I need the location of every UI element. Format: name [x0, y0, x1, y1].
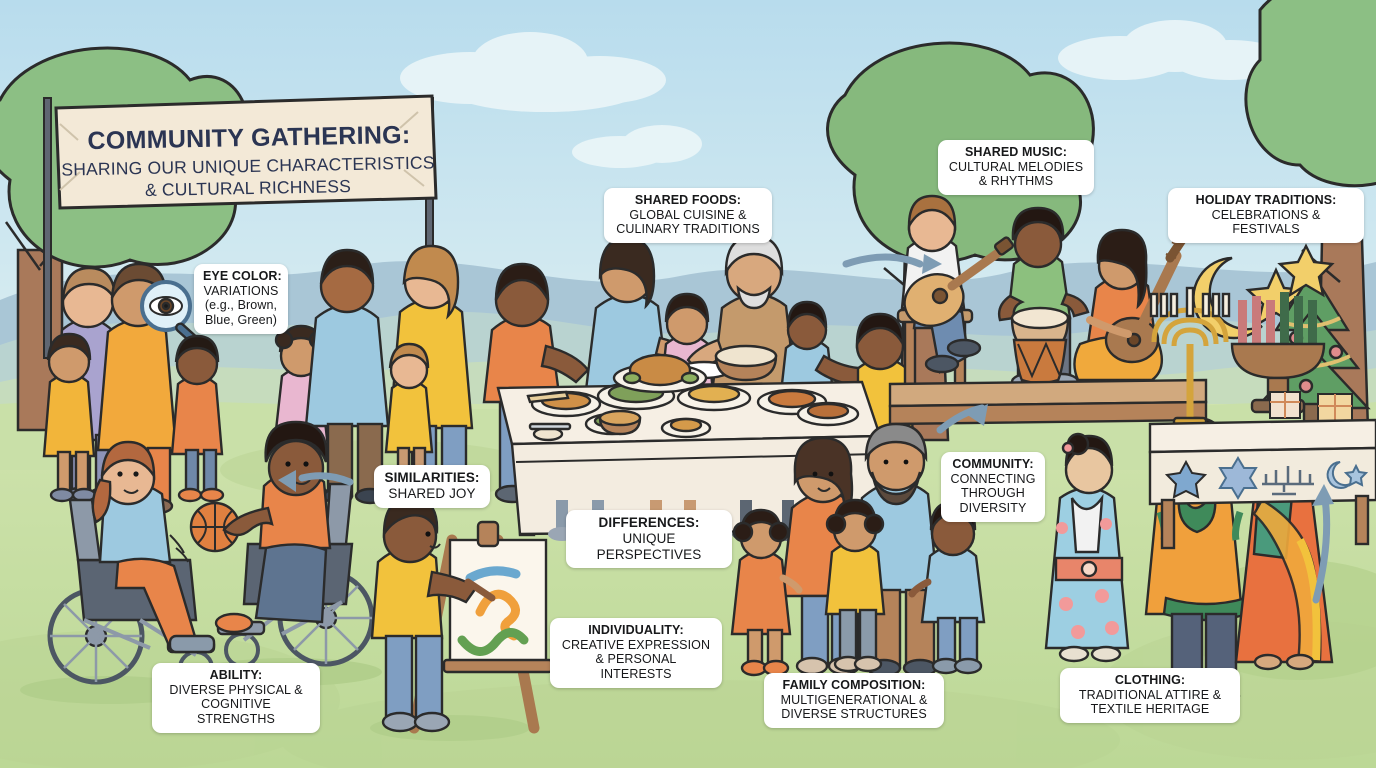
label-ability-heading: ABILITY:	[209, 668, 263, 682]
label-shared-music-body-2: & RHYTHMS	[978, 174, 1054, 189]
label-holiday-traditions-body-1: CELEBRATIONS & FESTIVALS	[1211, 207, 1321, 237]
label-community[interactable]: COMMUNITY: CONNECTING THROUGH DIVERSITY	[941, 452, 1045, 522]
label-individuality[interactable]: INDIVIDUALITY: CREATIVE EXPRESSION & PER…	[550, 618, 722, 688]
label-individuality-body-1: CREATIVE EXPRESSION	[561, 637, 711, 652]
label-holiday-traditions[interactable]: HOLIDAY TRADITIONS: CELEBRATIONS & FESTI…	[1168, 188, 1364, 243]
label-eye-color-body-1: VARIATIONS	[203, 283, 279, 298]
child-boy-orange	[170, 334, 225, 503]
faith-symbols	[1164, 456, 1369, 500]
label-community-body-2: THROUGH	[961, 486, 1025, 501]
label-clothing-body-1: TRADITIONAL ATTIRE &	[1078, 687, 1222, 702]
wheelchair-user-left	[20, 440, 216, 704]
label-ability-body-2: COGNITIVE STRENGTHS	[197, 697, 275, 726]
tree-right	[1244, 0, 1376, 432]
label-differences-heading: DIFFERENCES:	[598, 515, 700, 530]
musician-guitar	[896, 194, 1015, 386]
family-group	[730, 422, 986, 678]
arrow-to-left	[298, 472, 354, 486]
arrow-to-music	[842, 253, 924, 268]
label-eye-color-body-2: (e.g., Brown,	[204, 298, 278, 313]
family-child-middle	[824, 498, 886, 673]
music-stage	[888, 194, 1208, 426]
label-differences-body-1: UNIQUE PERSPECTIVES	[596, 530, 702, 562]
label-individuality-heading: INDIVIDUALITY:	[588, 623, 684, 637]
label-clothing[interactable]: CLOTHING: TRADITIONAL ATTIRE & TEXTILE H…	[1060, 668, 1240, 723]
label-shared-foods-body-2: CULINARY TRADITIONS	[616, 222, 760, 237]
label-holiday-traditions-heading: HOLIDAY TRADITIONS:	[1195, 193, 1337, 207]
label-clothing-body-2: TEXTILE HERITAGE	[1090, 702, 1210, 717]
label-shared-foods-body-1: GLOBAL CUISINE &	[629, 207, 747, 222]
label-family-composition-body-2: DIVERSE STRUCTURES	[781, 707, 927, 722]
family-child-left	[730, 508, 803, 677]
label-community-body-1: CONNECTING	[950, 471, 1036, 486]
musician-sitar	[1073, 228, 1189, 382]
label-eye-color[interactable]: EYE COLOR: VARIATIONS (e.g., Brown, Blue…	[194, 264, 288, 334]
holiday-table	[1148, 243, 1376, 550]
food-table-group	[482, 234, 918, 541]
crescent-moon-icon	[1192, 256, 1263, 340]
musician-drum	[997, 206, 1090, 396]
label-ability-body-1: DIVERSE PHYSICAL &	[169, 682, 303, 697]
label-similarities[interactable]: SIMILARITIES: SHARED JOY	[374, 465, 490, 508]
banner	[43, 94, 438, 369]
label-shared-music-body-1: CULTURAL MELODIES	[948, 159, 1084, 174]
child-girl-yellow	[42, 332, 97, 503]
label-shared-foods-heading: SHARED FOODS:	[634, 193, 742, 207]
label-similarities-body-1: SHARED JOY	[388, 485, 476, 501]
label-eye-color-body-3: Blue, Green)	[204, 312, 278, 327]
label-community-heading: COMMUNITY:	[952, 457, 1034, 471]
label-shared-music-heading: SHARED MUSIC:	[965, 145, 1067, 159]
label-family-composition-heading: FAMILY COMPOSITION:	[782, 678, 926, 692]
label-eye-color-heading: EYE COLOR:	[203, 269, 282, 283]
dishes	[526, 344, 860, 442]
label-family-composition[interactable]: FAMILY COMPOSITION: MULTIGENERATIONAL & …	[764, 673, 944, 728]
person-kimono	[1044, 432, 1130, 663]
label-individuality-body-2: & PERSONAL INTERESTS	[595, 652, 677, 681]
label-shared-foods[interactable]: SHARED FOODS: GLOBAL CUISINE & CULINARY …	[604, 188, 772, 243]
gift-boxes	[1269, 391, 1353, 423]
label-differences[interactable]: DIFFERENCES: UNIQUE PERSPECTIVES	[566, 510, 732, 569]
arrow-heads	[278, 254, 1334, 506]
label-similarities-heading: SIMILARITIES:	[384, 470, 480, 485]
label-community-body-3: DIVERSITY	[959, 500, 1027, 515]
label-clothing-heading: CLOTHING:	[1114, 673, 1186, 687]
label-shared-music[interactable]: SHARED MUSIC: CULTURAL MELODIES & RHYTHM…	[938, 140, 1094, 195]
label-family-composition-body-1: MULTIGENERATIONAL &	[780, 692, 928, 707]
artist-and-easel	[370, 496, 554, 741]
label-ability[interactable]: ABILITY: DIVERSE PHYSICAL & COGNITIVE ST…	[152, 663, 320, 733]
